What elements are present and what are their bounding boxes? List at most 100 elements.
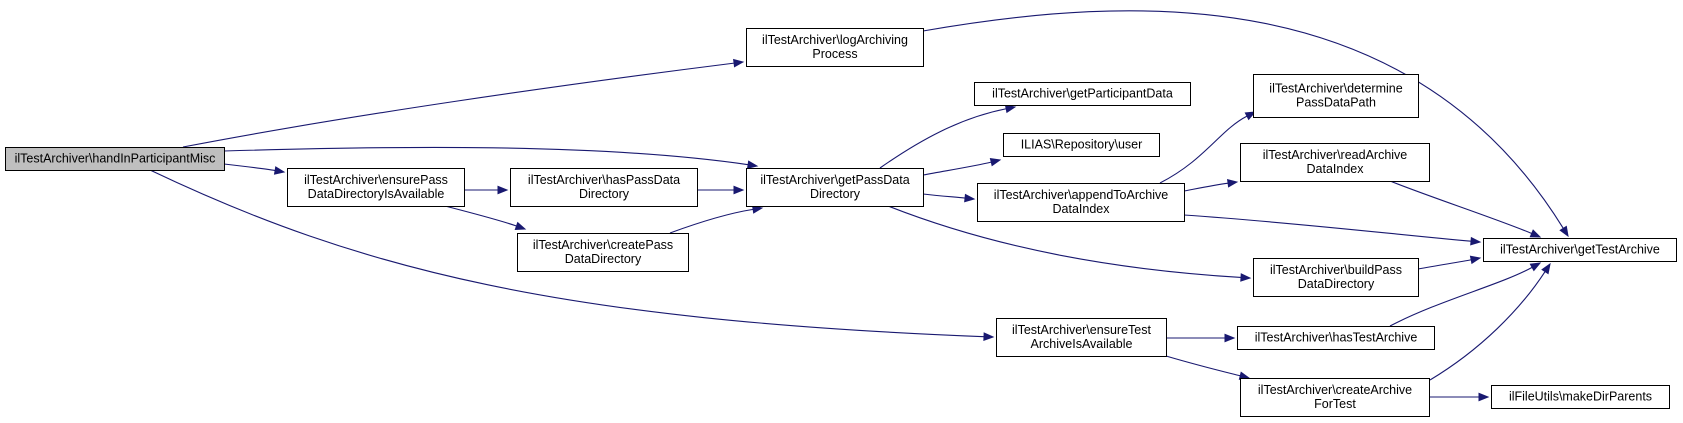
node-label: ilTestArchiver\createArchive (1258, 383, 1412, 397)
edge-line (1429, 271, 1546, 381)
node-label: ilTestArchiver\appendToArchive (994, 188, 1168, 202)
edge-arrowhead (964, 193, 976, 203)
edge-line (149, 169, 985, 338)
node-box[interactable] (1240, 143, 1430, 182)
edge-n15-n5 (1429, 262, 1551, 381)
node-n0[interactable]: ilTestArchiver\handInParticipantMisc (5, 147, 225, 171)
edge-line (922, 10, 1564, 229)
edge-line (1165, 355, 1241, 377)
node-label: ilTestArchiver\hasTestArchive (1255, 331, 1418, 345)
node-label: ilTestArchiver\createPass (533, 238, 673, 252)
node-box[interactable] (1253, 74, 1419, 118)
edge-arrowhead (1559, 225, 1569, 238)
edge-arrowhead (746, 160, 759, 169)
edge-n2-n8 (922, 193, 976, 203)
edge-n8-n5 (1183, 214, 1482, 246)
edge-arrowhead (1529, 229, 1542, 238)
edge-line (444, 205, 517, 227)
node-label: ilTestArchiver\determine (1269, 82, 1402, 96)
edge-arrowhead (1541, 262, 1551, 275)
edge-line (1183, 182, 1229, 192)
node-label: Process (812, 47, 857, 61)
node-label: ArchiveIsAvailable (1031, 337, 1133, 351)
node-label: ilTestArchiver\getTestArchive (1500, 243, 1660, 257)
node-box[interactable] (1237, 326, 1435, 350)
node-box[interactable] (1003, 133, 1160, 157)
node-label: ilTestArchiver\handInParticipantMisc (15, 152, 216, 166)
edge-n13-n2 (669, 205, 764, 234)
edge-arrowhead (1244, 111, 1257, 121)
edge-line (879, 108, 1007, 169)
edge-arrowhead (983, 332, 995, 341)
edge-line (1389, 266, 1533, 327)
node-label: PassDataPath (1296, 96, 1376, 110)
edge-n8-n11 (1183, 178, 1239, 192)
edge-n2-n9 (887, 205, 1252, 282)
edge-n4-n15 (1165, 355, 1251, 380)
nodes-layer: ilTestArchiver\handInParticipantMisc ilTe… (5, 28, 1677, 417)
node-box[interactable] (1483, 238, 1677, 262)
node-box[interactable] (517, 233, 689, 272)
node-label: ilTestArchiver\ensureTest (1012, 323, 1151, 337)
node-box[interactable] (287, 168, 465, 207)
edge-n0-n1 (182, 58, 745, 148)
node-n16[interactable]: ilFileUtils\makeDirParents (1491, 385, 1670, 409)
edge-arrowhead (733, 185, 745, 195)
node-box[interactable] (746, 28, 924, 67)
edge-line (182, 62, 735, 148)
edge-arrowhead (733, 58, 745, 68)
edge-line (887, 205, 1242, 278)
node-box[interactable] (510, 168, 698, 207)
edge-n4-n14 (1165, 333, 1236, 343)
node-box[interactable] (974, 82, 1191, 106)
node-label: Directory (579, 187, 630, 201)
edge-n0-n3 (223, 163, 286, 175)
node-n6[interactable]: ilTestArchiver\getParticipantData (974, 82, 1191, 106)
node-label: ILIAS\Repository\user (1021, 138, 1143, 152)
node-box[interactable] (1491, 385, 1670, 409)
node-box[interactable] (996, 318, 1167, 357)
node-label: DataIndex (1053, 202, 1111, 216)
edge-line (223, 163, 276, 172)
node-n7[interactable]: ILIAS\Repository\user (1003, 133, 1160, 157)
edge-line (1183, 214, 1472, 242)
edge-line (1417, 259, 1472, 270)
node-label: ForTest (1314, 397, 1356, 411)
node-box[interactable] (5, 147, 225, 171)
node-n5[interactable]: ilTestArchiver\getTestArchive (1483, 238, 1677, 262)
edge-line (223, 146, 749, 166)
node-label: Directory (810, 187, 861, 201)
node-box[interactable] (1240, 378, 1430, 417)
node-n4[interactable]: ilTestArchiver\ensureTestArchiveIsAvaila… (996, 318, 1167, 357)
node-n3[interactable]: ilTestArchiver\ensurePassDataDirectoryIs… (287, 168, 465, 207)
edge-line (922, 161, 992, 176)
edge-arrowhead (1469, 255, 1482, 265)
edge-n0-n4 (149, 169, 995, 341)
edge-n9-n5 (1417, 255, 1482, 270)
edge-arrowhead (273, 166, 286, 175)
edge-n11-n5 (1389, 180, 1542, 238)
edge-arrowhead (1478, 392, 1490, 402)
edge-n0-n2 (223, 146, 759, 169)
node-box[interactable] (1253, 258, 1419, 297)
node-label: ilTestArchiver\getPassData (760, 173, 909, 187)
node-box[interactable] (977, 183, 1185, 222)
node-n14[interactable]: ilTestArchiver\hasTestArchive (1237, 326, 1435, 350)
node-box[interactable] (746, 168, 924, 207)
edge-line (1389, 180, 1532, 234)
edge-arrowhead (1529, 262, 1542, 272)
edge-n2-n7 (922, 157, 1002, 176)
edge-arrowhead (1470, 236, 1482, 246)
edge-arrowhead (1004, 104, 1017, 114)
edges-layer (149, 10, 1569, 402)
